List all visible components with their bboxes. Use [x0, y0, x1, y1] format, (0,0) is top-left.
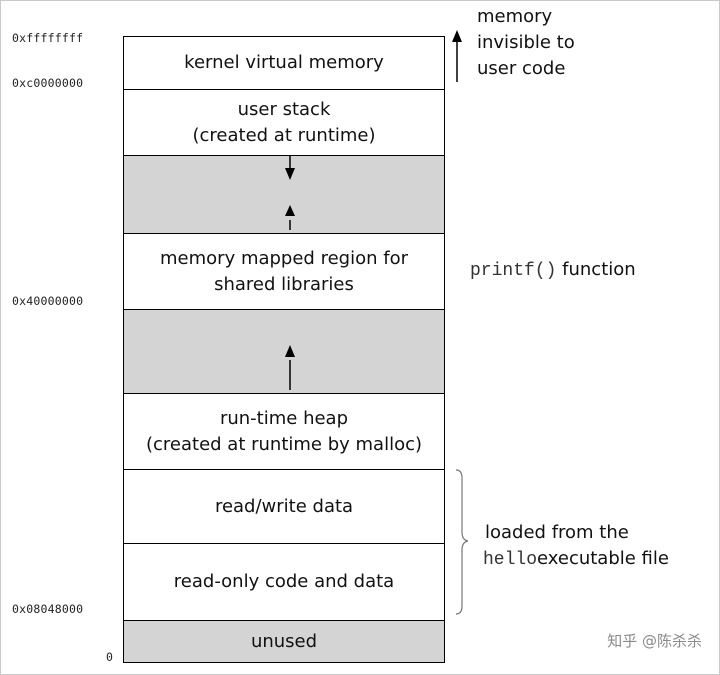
segment-label-unused: unused [250, 630, 318, 652]
segment-read-write-data: read/write data [124, 469, 444, 543]
printf-word: function [562, 259, 636, 280]
brace-icon [455, 469, 469, 615]
segment-label-shared-libraries: memory mapped region for shared librarie… [160, 247, 408, 295]
address-top: 0xffffffff [12, 31, 84, 45]
loaded-code: hello [483, 550, 538, 570]
address-zero: 0 [106, 650, 114, 664]
segment-label-rw-data: read/write data [214, 495, 354, 517]
kernel-note: memory invisible to user code [477, 6, 575, 79]
printf-code: printf() [470, 261, 557, 281]
segment-unused: unused [124, 620, 444, 662]
printf-note: printf() function [470, 257, 636, 284]
segment-gap-stack [124, 155, 444, 233]
address-text-start: 0x08048000 [12, 602, 84, 616]
arrow-up-icon [452, 30, 462, 82]
segment-label-kernel: kernel virtual memory [184, 52, 384, 73]
segment-user-stack: user stack (created at runtime) [124, 89, 444, 155]
address-shared-lib: 0x40000000 [12, 294, 84, 308]
loaded-line1: loaded from the [485, 522, 629, 543]
segment-label-ro-code: read-only code and data [173, 571, 395, 592]
segment-run-time-heap: run-time heap (created at runtime by mal… [124, 393, 444, 469]
loaded-note: loaded from the helloexecutable file [483, 520, 669, 573]
segment-read-only-code: read-only code and data [124, 543, 444, 620]
watermark: 知乎 @陈杀杀 [607, 632, 702, 650]
segment-gap-heap [124, 309, 444, 393]
loaded-line2: helloexecutable file [483, 546, 669, 573]
segment-shared-libraries: memory mapped region for shared librarie… [124, 233, 444, 309]
arrow-up-icon [285, 345, 295, 390]
segment-label-user-stack: user stack (created at runtime) [192, 98, 376, 146]
arrow-down-icon [285, 156, 295, 180]
loaded-rest: executable file [537, 548, 669, 569]
address-kernel-base: 0xc0000000 [12, 76, 84, 90]
segment-kernel-virtual-memory: kernel virtual memory [124, 37, 444, 89]
segment-label-heap: run-time heap (created at runtime by mal… [145, 407, 423, 455]
memory-layout-stack: kernel virtual memory user stack (create… [123, 36, 445, 663]
arrow-up-icon [285, 205, 295, 230]
